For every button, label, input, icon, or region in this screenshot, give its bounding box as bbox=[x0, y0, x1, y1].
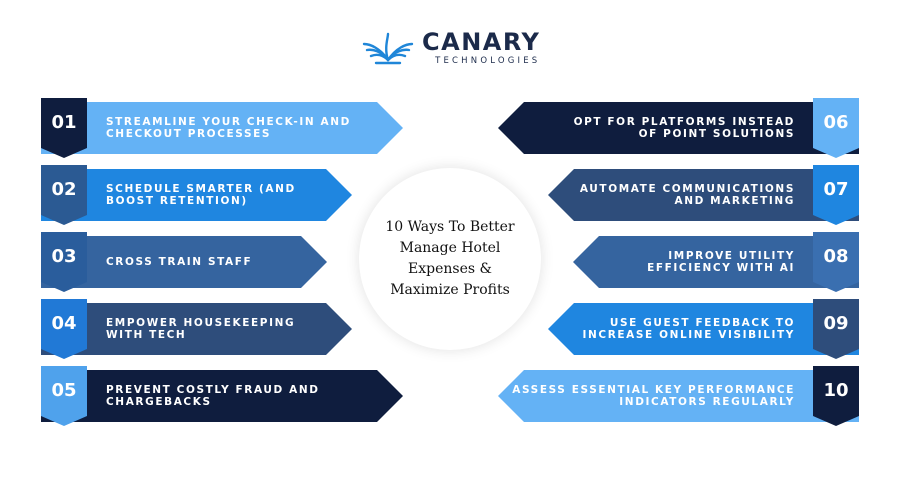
tip-item-04: 04 EMPOWER HOUSEKEEPING WITH TECH bbox=[41, 299, 352, 359]
banner-arrow bbox=[498, 370, 859, 422]
tab-shape bbox=[41, 366, 87, 426]
tip-number: 02 bbox=[51, 179, 77, 200]
tip-item-05: 05 PREVENT COSTLY FRAUD AND CHARGEBACKS bbox=[41, 366, 403, 426]
tip-number: 07 bbox=[823, 179, 849, 200]
banner-shape bbox=[41, 370, 403, 422]
tip-label: CROSS TRAIN STAFF bbox=[106, 256, 253, 268]
tip-item-03: 03 CROSS TRAIN STAFF bbox=[41, 232, 327, 292]
number-tab: 08 bbox=[813, 232, 859, 292]
banner-shape bbox=[548, 169, 859, 221]
banner-arrow bbox=[573, 236, 859, 288]
center-title: 10 Ways To Better Manage Hotel Expenses … bbox=[385, 219, 515, 298]
number-tab: 03 bbox=[41, 232, 87, 292]
tip-number: 01 bbox=[51, 112, 77, 133]
tip-label: IMPROVE UTILITY EFFICIENCY WITH AI bbox=[647, 250, 795, 274]
banner-arrow bbox=[41, 370, 403, 422]
tip-item-02: 02 SCHEDULE SMARTER (AND BOOST RETENTION… bbox=[41, 165, 352, 225]
tip-item-09: 09 USE GUEST FEEDBACK TO INCREASE ONLINE… bbox=[548, 299, 859, 359]
tab-shape bbox=[41, 299, 87, 359]
tip-label: PREVENT COSTLY FRAUD AND CHARGEBACKS bbox=[106, 384, 320, 408]
banner-shape bbox=[548, 303, 859, 355]
tip-label: ASSESS ESSENTIAL KEY PERFORMANCE INDICAT… bbox=[512, 384, 795, 408]
tip-number: 04 bbox=[51, 313, 77, 334]
number-tab: 09 bbox=[813, 299, 859, 359]
number-tab-shape bbox=[41, 366, 87, 426]
tip-label: STREAMLINE YOUR CHECK-IN AND CHECKOUT PR… bbox=[106, 116, 351, 140]
banner-shape bbox=[573, 236, 859, 288]
logo-name: CANARY bbox=[422, 28, 541, 56]
banner-shape bbox=[41, 102, 403, 154]
banner-shape bbox=[41, 236, 327, 288]
number-tab: 06 bbox=[813, 98, 859, 158]
number-tab: 02 bbox=[41, 165, 87, 225]
tip-number: 09 bbox=[823, 313, 849, 334]
tip-label: AUTOMATE COMMUNICATIONS AND MARKETING bbox=[579, 183, 795, 207]
banner-shape bbox=[498, 102, 859, 154]
tip-number: 03 bbox=[51, 246, 77, 267]
number-tab: 10 bbox=[813, 366, 859, 426]
number-tab-shape bbox=[813, 366, 859, 426]
tip-number: 06 bbox=[823, 112, 849, 133]
number-tab-shape bbox=[813, 165, 859, 225]
tip-label: EMPOWER HOUSEKEEPING WITH TECH bbox=[106, 317, 296, 341]
number-tab: 04 bbox=[41, 299, 87, 359]
tip-label: USE GUEST FEEDBACK TO INCREASE ONLINE VI… bbox=[582, 317, 795, 341]
tip-label: SCHEDULE SMARTER (AND BOOST RETENTION) bbox=[106, 183, 296, 207]
tip-item-01: 01 STREAMLINE YOUR CHECK-IN AND CHECKOUT… bbox=[41, 98, 403, 158]
tip-number: 10 bbox=[823, 380, 849, 401]
canary-wings-icon bbox=[362, 32, 414, 65]
logo-subtitle: TECHNOLOGIES bbox=[435, 56, 541, 66]
tip-number: 08 bbox=[823, 246, 849, 267]
number-tab: 01 bbox=[41, 98, 87, 158]
tab-shape bbox=[813, 299, 859, 359]
number-tab-shape bbox=[813, 299, 859, 359]
banner-arrow bbox=[548, 303, 859, 355]
tip-item-07: 07 AUTOMATE COMMUNICATIONS AND MARKETING bbox=[548, 165, 859, 225]
tab-shape bbox=[813, 98, 859, 158]
banner-arrow bbox=[41, 102, 403, 154]
tip-item-06: 06 OPT FOR PLATFORMS INSTEAD OF POINT SO… bbox=[498, 98, 859, 158]
tab-shape bbox=[41, 165, 87, 225]
number-tab-shape bbox=[41, 299, 87, 359]
banner-shape bbox=[41, 303, 352, 355]
banner-arrow bbox=[41, 236, 327, 288]
number-tab-shape bbox=[41, 232, 87, 292]
canary-logo: CANARY TECHNOLOGIES bbox=[362, 28, 540, 68]
tip-item-10: 10 ASSESS ESSENTIAL KEY PERFORMANCE INDI… bbox=[498, 366, 859, 426]
banner-arrow bbox=[41, 303, 352, 355]
number-tab-shape bbox=[41, 98, 87, 158]
number-tab: 07 bbox=[813, 165, 859, 225]
tab-shape bbox=[813, 366, 859, 426]
banner-shape bbox=[498, 370, 859, 422]
tab-shape bbox=[813, 232, 859, 292]
center-circle: 10 Ways To Better Manage Hotel Expenses … bbox=[359, 168, 541, 350]
tip-number: 05 bbox=[51, 380, 77, 401]
banner-arrow bbox=[41, 169, 352, 221]
number-tab: 05 bbox=[41, 366, 87, 426]
number-tab-shape bbox=[41, 165, 87, 225]
tab-shape bbox=[41, 98, 87, 158]
tab-shape bbox=[813, 165, 859, 225]
banner-arrow bbox=[548, 169, 859, 221]
tip-item-08: 08 IMPROVE UTILITY EFFICIENCY WITH AI bbox=[573, 232, 859, 292]
number-tab-shape bbox=[813, 232, 859, 292]
number-tab-shape bbox=[813, 98, 859, 158]
banner-shape bbox=[41, 169, 352, 221]
banner-arrow bbox=[498, 102, 859, 154]
tab-shape bbox=[41, 232, 87, 292]
tip-label: OPT FOR PLATFORMS INSTEAD OF POINT SOLUT… bbox=[573, 116, 795, 140]
